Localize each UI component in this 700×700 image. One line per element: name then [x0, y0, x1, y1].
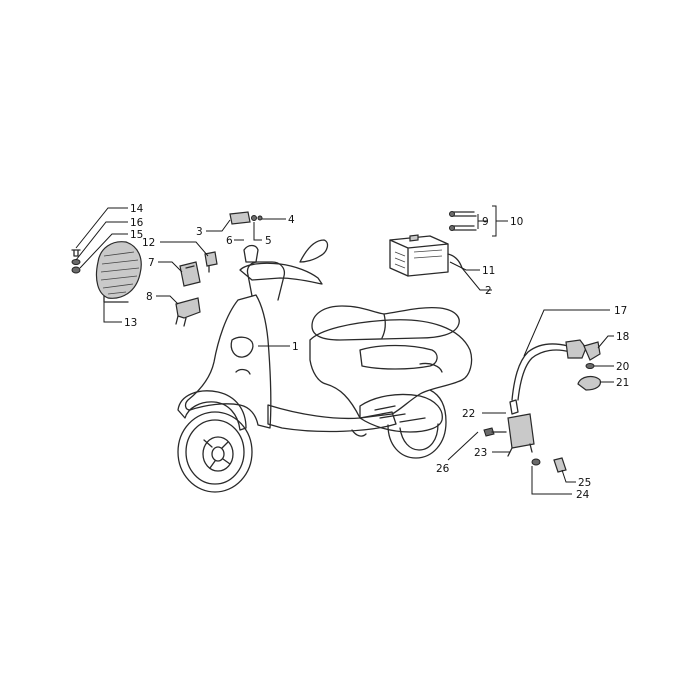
callout-3: 3: [196, 226, 203, 238]
callout-13: 13: [124, 317, 137, 329]
callout-11: 11: [482, 265, 495, 277]
front-fender: [177, 390, 247, 431]
callout-4: 4: [288, 214, 295, 226]
bracket-part-8: [175, 297, 201, 327]
steering-column: [246, 261, 286, 301]
callout-26: 26: [436, 463, 450, 475]
seat: [311, 305, 460, 341]
relay-part: [179, 261, 201, 287]
callout-6: 6: [226, 235, 233, 247]
callout-15: 15: [130, 229, 143, 241]
scooter-illustration: [177, 239, 473, 493]
callout-22: 22: [462, 408, 475, 420]
callout-18: 18: [616, 331, 629, 343]
battery-leads-part: [449, 211, 477, 231]
callout-20: 20: [616, 361, 629, 373]
rear-wheel: [387, 389, 447, 459]
front-wheel: [177, 411, 253, 493]
callout-10: 10: [510, 216, 523, 228]
battery-part: [389, 234, 463, 277]
callout-7: 7: [148, 257, 155, 269]
fasteners-14-16-15: [71, 249, 81, 274]
callout-25: 25: [578, 477, 591, 489]
callout-24: 24: [576, 489, 590, 501]
spark-plug-cap: [583, 341, 601, 361]
callout-9: 9: [482, 216, 489, 228]
callout-16: 16: [130, 217, 144, 229]
rubber-boot-part: [577, 375, 601, 391]
regulator-part: [95, 241, 142, 303]
engine: [359, 393, 443, 433]
callout-21: 21: [616, 377, 629, 389]
callout-23: 23: [474, 447, 487, 459]
callout-5: 5: [265, 235, 272, 247]
callout-1: 1: [292, 341, 299, 353]
ignition-coil-part: [483, 399, 567, 473]
callout-12: 12: [142, 237, 155, 249]
rear-body: [309, 319, 473, 419]
washer-part-20: [585, 363, 595, 369]
callout-labels: 1 2 3 4 5 6 7 8 9 10 11 12 13 14 16 15 1…: [124, 203, 629, 501]
callout-17: 17: [614, 305, 627, 317]
handlebar: [239, 262, 323, 285]
callout-8: 8: [146, 291, 153, 303]
floorboard: [267, 404, 397, 433]
callout-2: 2: [485, 285, 492, 297]
ignition-cable-part: [511, 339, 587, 401]
callout-14: 14: [130, 203, 144, 215]
fuse-holder-part: [229, 211, 263, 225]
leg-shield: [184, 294, 272, 429]
leader-lines: [75, 205, 614, 495]
